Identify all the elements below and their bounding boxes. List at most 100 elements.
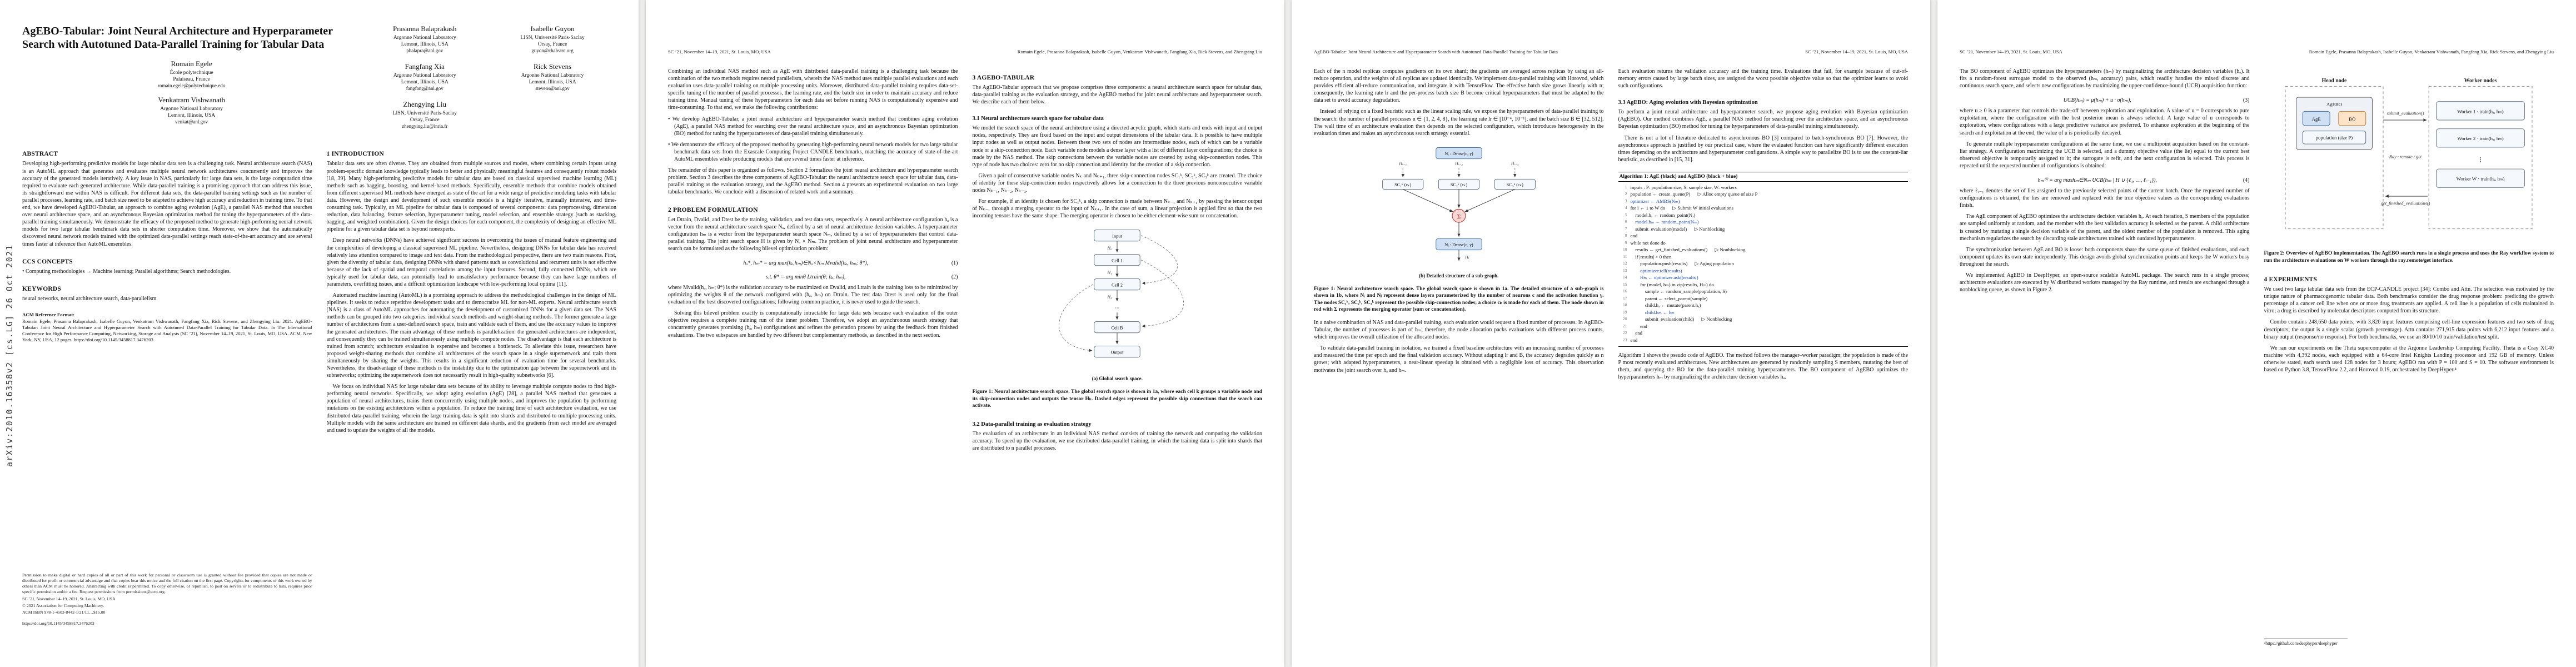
page2-right-column: 3 AGEBO-TABULAR The AgEBO-Tabular approa… bbox=[973, 68, 1263, 646]
equation-4: hₘ⁽ⁱ⁾ = arg maxhₘ∈Nₘ UCB(hₘ | H ∪ {ℓ₁, …… bbox=[1960, 177, 2250, 183]
author-affiliation: École polytechnique bbox=[170, 69, 213, 76]
svg-text:Worker nodes: Worker nodes bbox=[2464, 78, 2497, 84]
author-affiliation: Argonne National Laboratory bbox=[393, 72, 456, 78]
algorithm-line: 16 sample ← random_sample(population, S) bbox=[1623, 288, 1727, 295]
figure-1a-diagram: Input H₀ Cell 1 H₁ Cell 2 H₂ ⋯ bbox=[1059, 230, 1184, 358]
author-location: Orsay, France bbox=[537, 42, 567, 48]
acm-ref-heading: ACM Reference Format: bbox=[22, 311, 75, 317]
equation-number: (1) bbox=[951, 260, 958, 266]
author-email[interactable]: pbalapra@anl.gov bbox=[406, 48, 444, 54]
algorithm-line: 11 if |results| > 0 then bbox=[1623, 253, 1672, 260]
algorithm-line: 23 end bbox=[1623, 337, 1638, 343]
ccs-text: • Computing methodologies → Machine lear… bbox=[22, 268, 231, 275]
author-location: Palaiseau, France bbox=[173, 76, 210, 82]
author-block: Prasanna Balaprakash Argonne National La… bbox=[361, 24, 489, 54]
footnote-link[interactable]: ⁴https://github.com/deephyper/deephyper bbox=[2264, 641, 2338, 646]
body-paragraph: For example, if an identity is chosen fo… bbox=[972, 198, 1263, 220]
svg-text:Hⱼ: Hⱼ bbox=[1464, 255, 1469, 260]
algorithm-line: 8 end bbox=[1625, 233, 1638, 239]
equation-number: (4) bbox=[2243, 177, 2250, 184]
author-affiliation: Argonne National Laboratory bbox=[521, 72, 584, 78]
body-paragraph: where ℓᵢ₋₁ denotes the set of lies assig… bbox=[1960, 188, 2250, 209]
running-header-conf: SC ’21, November 14–19, 2021, St. Louis,… bbox=[1960, 49, 2062, 54]
acm-ref-text: Romain Egele, Prasanna Balaprakash, Isab… bbox=[22, 318, 312, 343]
figure-1b-diagram: Nᵢ : Dense(c, γ) Hᵢ₋₁ Hᵢ₋₂ Hᵢ₋₃ SC₁ᵏ (cₖ… bbox=[1382, 147, 1536, 261]
running-header-authors: Romain Egele, Prasanna Balaprakash, Isab… bbox=[1017, 49, 1262, 54]
algorithm-line: 2 population ← create_queue(P) ▷ Alloc e… bbox=[1625, 191, 1758, 197]
body-paragraph: Instead of relying on a fixed heuristic … bbox=[1314, 108, 1604, 137]
svg-text:Worker W · train(hₐ, hₘ): Worker W · train(hₐ, hₘ) bbox=[2457, 176, 2505, 182]
svg-text:get_finished_evaluations(): get_finished_evaluations() bbox=[2381, 201, 2430, 206]
body-paragraph: Combo contains 248,650 data points, with… bbox=[2264, 319, 2554, 340]
algorithm-line: 9 while not done do bbox=[1625, 240, 1666, 246]
introduction-heading: 1 INTRODUCTION bbox=[326, 151, 384, 158]
svg-text:submit_evaluation(): submit_evaluation() bbox=[2387, 111, 2424, 116]
body-paragraph: where u ≥ 0 is a parameter that controls… bbox=[1960, 108, 2250, 136]
contribution-list: • We develop AgEBO-Tabular, a joint neur… bbox=[668, 116, 958, 167]
copyright-line: SC ’21, November 14–19, 2021, St. Louis,… bbox=[22, 596, 116, 601]
author-email[interactable]: romain.egele@polytechnique.edu bbox=[158, 83, 226, 89]
page-4: SC ’21, November 14–19, 2021, St. Louis,… bbox=[1937, 0, 2576, 667]
body-paragraph: Each evaluation returns the validation a… bbox=[1618, 68, 1909, 89]
author-location: Lemont, Illinois, USA bbox=[401, 42, 449, 48]
body-paragraph: Let Dtrain, Dvalid, and Dtest be the tra… bbox=[668, 216, 958, 252]
page1-left-column: ABSTRACT Developing high-performing pred… bbox=[22, 144, 312, 630]
figure-sublabel: (a) Global search space. bbox=[1092, 376, 1143, 382]
algorithm-line: 22 end bbox=[1623, 330, 1642, 336]
algorithm-body: 1 inputs : P: population size, S: sample… bbox=[1618, 182, 1909, 346]
author-name: Prasanna Balaprakash bbox=[393, 24, 457, 33]
svg-text:Σ: Σ bbox=[1457, 214, 1461, 220]
page2-left-column: Combining an individual NAS method such … bbox=[668, 68, 958, 646]
svg-text:Hᵢ₋₃: Hᵢ₋₃ bbox=[1511, 161, 1519, 166]
arxiv-stamp: arXiv:2010.16358v2 [cs.LG] 26 Oct 2021 bbox=[4, 244, 14, 467]
algorithm-1: Algorithm 1: AgE (black) and AgEBO (blac… bbox=[1618, 171, 1909, 347]
doi-link[interactable]: https://doi.org/10.1145/3458817.3476203 bbox=[22, 620, 94, 626]
author-affiliation: LISN, Université Paris-Saclay bbox=[520, 35, 585, 41]
page1-right-column: 1 INTRODUCTION Tabular data sets are oft… bbox=[327, 144, 617, 630]
algorithm-line: 7 submit_evaluation(model) ▷ Nonblocking bbox=[1625, 226, 1725, 232]
section-heading-problem-formulation: 2 PROBLEM FORMULATION bbox=[668, 206, 758, 213]
svg-text:Hᵢ₋₂: Hᵢ₋₂ bbox=[1454, 161, 1463, 166]
author-email[interactable]: stevens@anl.gov bbox=[535, 86, 570, 92]
svg-text:Cell B: Cell B bbox=[1112, 326, 1124, 331]
svg-text:Cell 2: Cell 2 bbox=[1112, 283, 1123, 288]
author-location: Lemont, Illinois, USA bbox=[529, 79, 576, 85]
title-block: AgEBO-Tabular: Joint Neural Architecture… bbox=[0, 0, 639, 130]
algorithm-line: 13 optimizer.tell(results) bbox=[1623, 267, 1682, 273]
body-paragraph: To perform a joint neural architecture a… bbox=[1618, 109, 1909, 130]
copyright-line: Permission to make digital or hard copie… bbox=[22, 573, 312, 595]
svg-text:H₁: H₁ bbox=[1107, 270, 1113, 275]
subsection-heading-31: 3.1 Neural architecture search space for… bbox=[972, 116, 1104, 122]
algorithm-line: 14 Hₘ ← optimizer.ask(|results|) bbox=[1623, 275, 1698, 281]
equation-3: UCB(hₘ) = μ(hₘ) + u · σ(hₘ), (3) bbox=[1960, 97, 2250, 103]
algorithm-line: 21 end bbox=[1623, 323, 1647, 329]
author-email[interactable]: guyon@chalearn.org bbox=[531, 48, 574, 54]
algorithm-line: 12 population.push(results) ▷ Aging popu… bbox=[1623, 261, 1734, 267]
keywords-heading: KEYWORDS bbox=[22, 285, 61, 292]
svg-text:SC₁ᵏ (cₖ): SC₁ᵏ (cₖ) bbox=[1394, 182, 1412, 187]
author-location: Orsay, France bbox=[410, 117, 440, 123]
running-header-title: AgEBO-Tabular: Joint Neural Architecture… bbox=[1314, 49, 1558, 54]
running-header-conf: SC ’21, November 14–19, 2021, St. Louis,… bbox=[1805, 49, 1908, 54]
algorithm-line: 4 for i ← 1 to W do ▷ Submit W initial e… bbox=[1625, 205, 1733, 211]
running-header-authors: Romain Egele, Prasanna Balaprakash, Isab… bbox=[2309, 49, 2554, 54]
author-email[interactable]: fangfang@anl.gov bbox=[406, 86, 444, 92]
author-name: Zhengying Liu bbox=[403, 99, 447, 108]
svg-text:Output: Output bbox=[1111, 350, 1124, 355]
author-name: Isabelle Guyon bbox=[530, 24, 575, 33]
algorithm-line: 19 child.hₘ ← hₘ bbox=[1623, 309, 1675, 315]
algorithm-line: 6 model.hₘ ← random_point(Nₘ) bbox=[1625, 219, 1699, 225]
body-paragraph: To validate data-parallel training in is… bbox=[1314, 345, 1604, 374]
figure-1b-caption: Figure 1: Neural architecture search spa… bbox=[1314, 286, 1604, 313]
svg-text:⋮: ⋮ bbox=[2478, 157, 2483, 163]
algorithm-line: 15 for (model, hₘ) in zip(results, Hₘ) d… bbox=[1623, 281, 1714, 287]
introduction-paragraphs: Tabular data sets are often diverse. The… bbox=[327, 160, 617, 437]
page4-left-column: The BO component of AgEBO optimizes the … bbox=[1960, 68, 2250, 646]
author-block: Isabelle Guyon LISN, Université Paris-Sa… bbox=[489, 24, 616, 54]
author-block: Zhengying Liu LISN, Université Paris-Sac… bbox=[361, 100, 489, 130]
author-email[interactable]: venkat@anl.gov bbox=[175, 118, 208, 125]
svg-text:SC₂ᵏ (cₖ): SC₂ᵏ (cₖ) bbox=[1451, 182, 1468, 187]
figure-sublabel: (b) Detailed structure of a sub-graph. bbox=[1419, 272, 1499, 278]
body-paragraph: The remainder of this paper is organized… bbox=[668, 167, 958, 196]
author-email[interactable]: zhengying.liu@inria.fr bbox=[402, 123, 448, 129]
